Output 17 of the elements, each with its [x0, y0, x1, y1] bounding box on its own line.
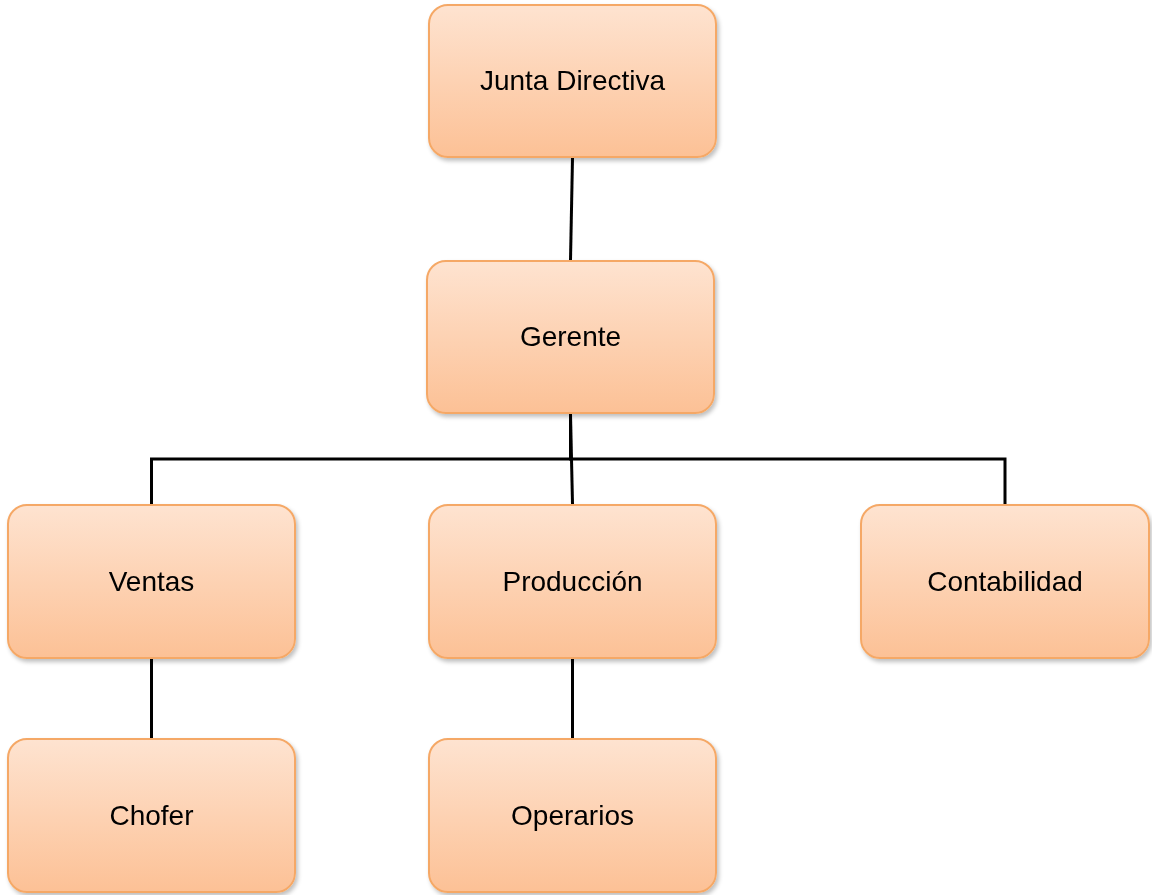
connector-line: [150, 659, 153, 738]
role-label: Ventas: [108, 565, 195, 598]
org-box: [428, 738, 717, 893]
role-label: Operarios: [511, 799, 634, 832]
org-box: [428, 504, 717, 659]
org-box: [860, 504, 1150, 659]
org-box: [428, 4, 717, 158]
connector-line: [571, 659, 574, 738]
role-label: Junta Directiva: [479, 65, 666, 97]
role-label: Gerente: [519, 321, 622, 353]
org-box: [7, 738, 296, 893]
org-box: [426, 260, 715, 414]
org-box: [7, 504, 296, 659]
role-label: Producción: [502, 565, 643, 598]
connector-line: [569, 157, 574, 261]
role-label: Contabilidad: [927, 565, 1083, 598]
role-label: Chofer: [109, 799, 194, 832]
